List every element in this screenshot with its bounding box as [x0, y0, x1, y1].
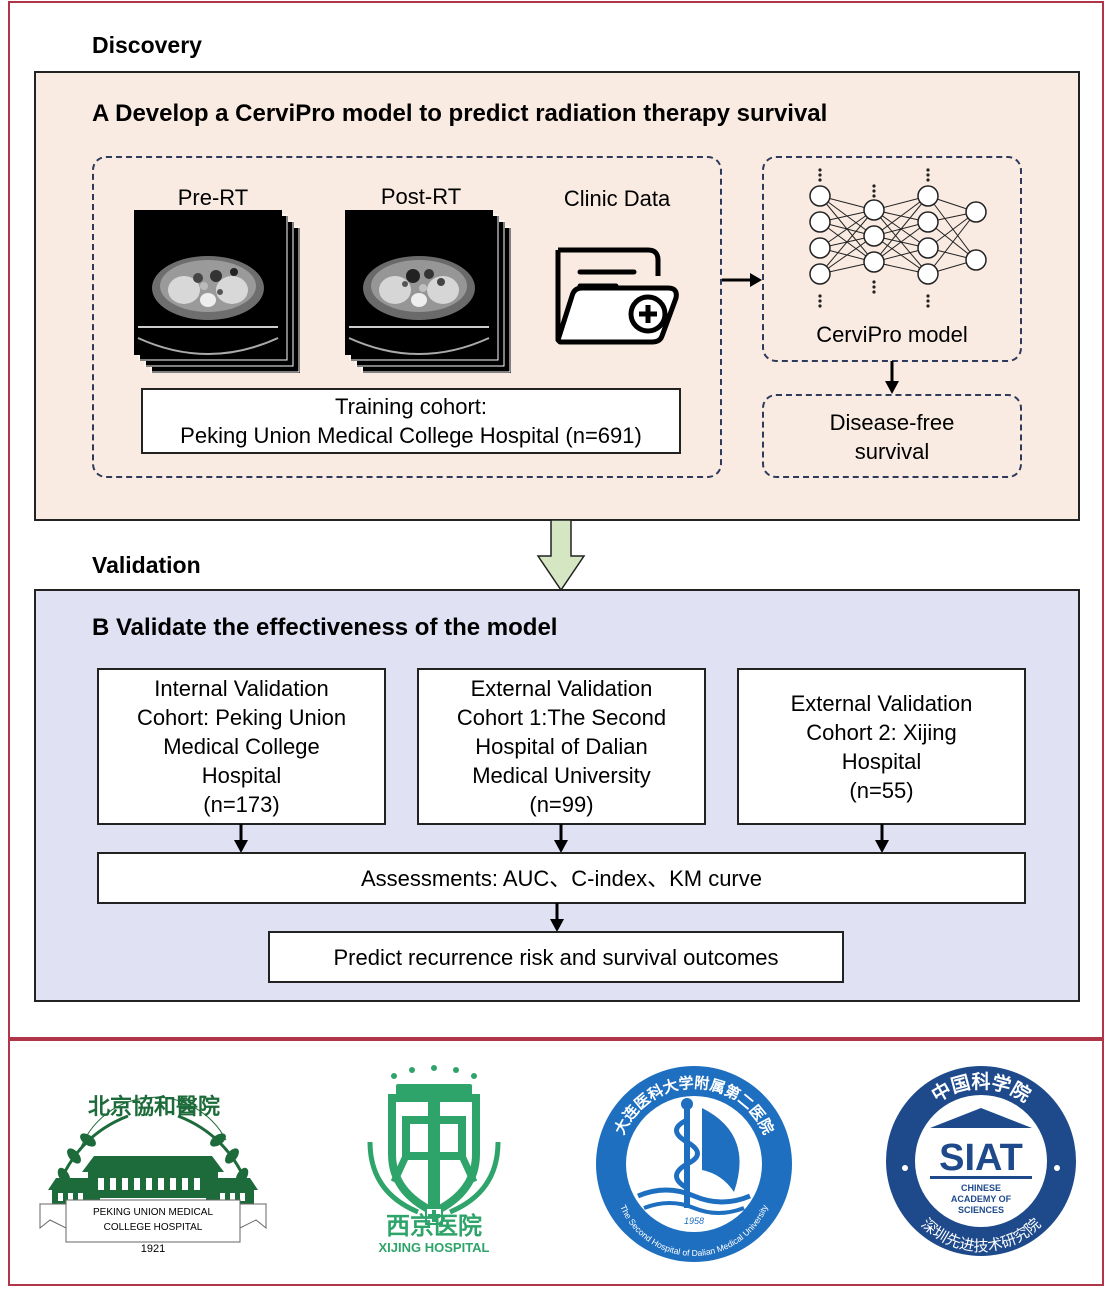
diagram-frame: [8, 1, 1104, 1039]
pre-rt-label: Pre-RT: [177, 185, 249, 210]
siat-name: SIAT: [939, 1137, 1023, 1179]
right-arrow-icon: [722, 273, 762, 287]
dalian-hospital-logo: 大连医科大学附属第二医院 The Second Hospital of Dali…: [596, 1066, 792, 1262]
xijing-chinese-name: 西京医院: [386, 1212, 482, 1240]
logo-frame: [8, 1039, 1104, 1286]
external-validation-1-box: External Validation Cohort 1:The Second …: [417, 668, 706, 825]
validation-heading: Validation: [92, 552, 201, 578]
discovery-heading: Discovery: [92, 32, 202, 58]
siat-sub-1: CHINESE: [961, 1183, 1001, 1193]
siat-sub-2: ACADEMY OF: [951, 1194, 1012, 1204]
disease-free-survival-label: Disease-free survival: [829, 410, 955, 464]
pumch-logo: 北京協和醫院 PEKING UNION MEDICAL COLLEGE: [38, 1094, 268, 1255]
dalian-year: 1958: [684, 1216, 704, 1226]
dfs-dashed-box: [762, 394, 1022, 478]
down-arrow-icon: [885, 361, 899, 394]
neural-network-icon: [809, 168, 987, 308]
down-arrow-icon: [550, 903, 564, 932]
siat-sub-3: SCIENCES: [958, 1205, 1004, 1215]
inputs-dashed-box: [92, 156, 722, 478]
down-arrow-icon: [234, 824, 248, 853]
down-arrow-icon: [554, 824, 568, 853]
internal-validation-box: Internal Validation Cohort: Peking Union…: [97, 668, 386, 825]
pre-rt-ct-image: [134, 210, 300, 373]
cervipro-model-label: CerviPro model: [816, 322, 968, 347]
discovery-panel-title: A Develop a CerviPro model to predict ra…: [92, 100, 828, 127]
xijing-english-name: XIJING HOSPITAL: [379, 1240, 490, 1255]
post-rt-label: Post-RT: [380, 184, 462, 209]
pumch-seal-text: 北京協和醫院: [88, 1094, 220, 1119]
validation-panel-title: B Validate the effectiveness of the mode…: [92, 614, 558, 641]
siat-logo: 中国科学院 深圳先进技术研究院 SIAT CHINESE ACADEMY OF …: [886, 1066, 1076, 1256]
training-cohort-box: Training cohort: Peking Union Medical Co…: [141, 388, 681, 454]
down-arrow-icon: [875, 824, 889, 853]
assessments-box: Assessments: AUC、C-index、KM curve: [97, 852, 1026, 904]
pumch-year: 1921: [141, 1243, 165, 1255]
xijing-logo: 西京医院 XIJING HOSPITAL: [367, 1065, 501, 1255]
predict-outcomes-box: Predict recurrence risk and survival out…: [268, 931, 844, 983]
external-validation-2-box: External Validation Cohort 2: Xijing Hos…: [737, 668, 1026, 825]
post-rt-ct-image: [345, 210, 511, 373]
clinic-data-label: Clinic Data: [563, 186, 671, 211]
down-arrow-icon: [536, 520, 586, 592]
pumch-name-line2: COLLEGE HOSPITAL: [104, 1222, 203, 1233]
pumch-name-line1: PEKING UNION MEDICAL: [93, 1207, 213, 1218]
folder-plus-icon: [555, 247, 679, 345]
